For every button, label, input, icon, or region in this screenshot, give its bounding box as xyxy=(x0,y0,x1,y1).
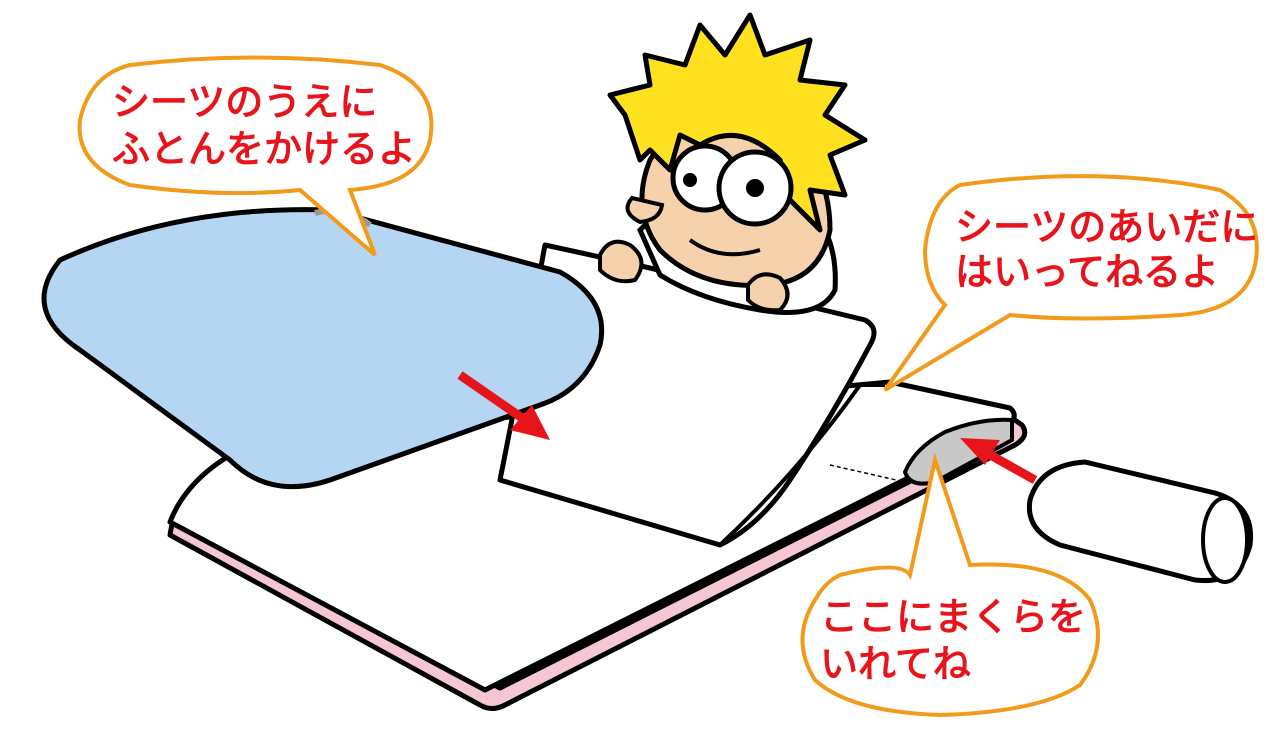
bubble1-line2: ふとんをかけるよ xyxy=(112,127,416,171)
bubble2-line1: シーツのあいだに xyxy=(955,205,1258,249)
futon-comforter-icon xyxy=(41,207,605,490)
bubble-insert-pillow: ここにまくらを いれてね xyxy=(800,452,1100,718)
pillow-icon xyxy=(1026,459,1254,584)
bubble3-line1: ここにまくらを xyxy=(820,595,1086,639)
bubble-sleep-between-sheet: シーツのあいだに はいってねるよ xyxy=(883,174,1259,392)
child-character-icon xyxy=(598,12,868,315)
bubble-futon-over-sheet: シーツのうえに ふとんをかけるよ xyxy=(77,55,434,257)
bubble3-line2: いれてね xyxy=(820,642,971,686)
bubble1-line1: シーツのうえに xyxy=(112,80,377,124)
bubble2-line2: はいってねるよ xyxy=(955,250,1219,294)
red-arrow-icon xyxy=(457,371,1038,484)
